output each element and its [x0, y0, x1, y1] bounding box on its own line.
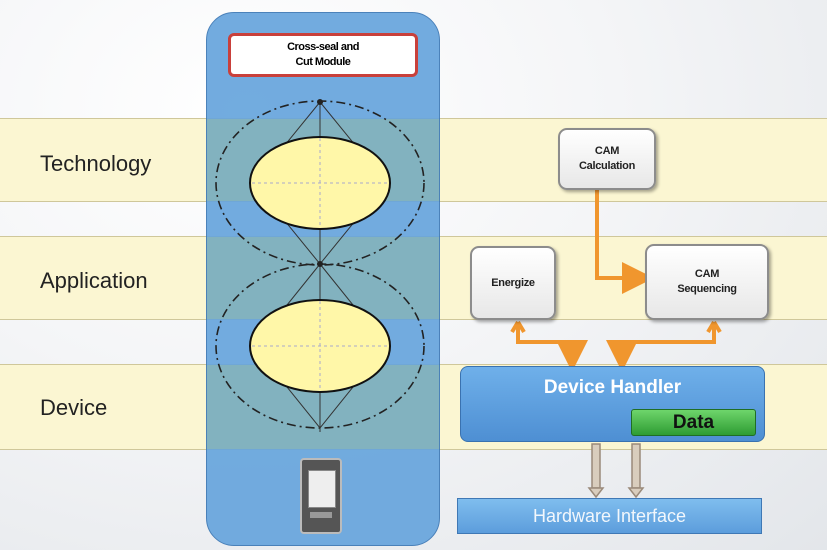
cam-sequencing-box: CAM Sequencing: [645, 244, 769, 320]
arrow-energize-up: [510, 320, 526, 334]
module-line1: Cross-seal and: [287, 41, 359, 53]
cam-seq-line2: Sequencing: [677, 283, 737, 295]
arrow-seq-up: [706, 320, 722, 334]
arrow-calc-to-seq: [595, 190, 654, 294]
axis-dot-top: [317, 99, 323, 105]
layer-label-technology: Technology: [40, 151, 152, 176]
cross-seal-module-box: Cross-seal and Cut Module: [228, 33, 418, 77]
device-icon: [300, 458, 342, 534]
device-handler-box: Device Handler Data: [460, 366, 765, 442]
arrow-seq-handler: [606, 322, 716, 372]
module-line2: Cut Module: [295, 56, 351, 68]
layer-label-device: Device: [40, 395, 108, 420]
arrow-energize-handler: [516, 322, 588, 372]
cam-seq-line1: CAM: [694, 268, 720, 280]
energize-box: Energize: [470, 246, 556, 320]
cam-calc-line1: CAM: [594, 145, 620, 157]
energize-label: Energize: [491, 276, 535, 289]
hw-link-arrows: [587, 443, 645, 499]
data-badge: Data: [631, 409, 756, 436]
axis-dot-mid: [317, 261, 323, 267]
layer-label-application: Application: [40, 268, 148, 293]
hardware-interface-box: Hardware Interface: [457, 498, 762, 534]
cam-calc-line2: Calculation: [579, 160, 635, 172]
cam-calculation-box: CAM Calculation: [558, 128, 656, 190]
device-handler-title: Device Handler: [543, 377, 682, 398]
